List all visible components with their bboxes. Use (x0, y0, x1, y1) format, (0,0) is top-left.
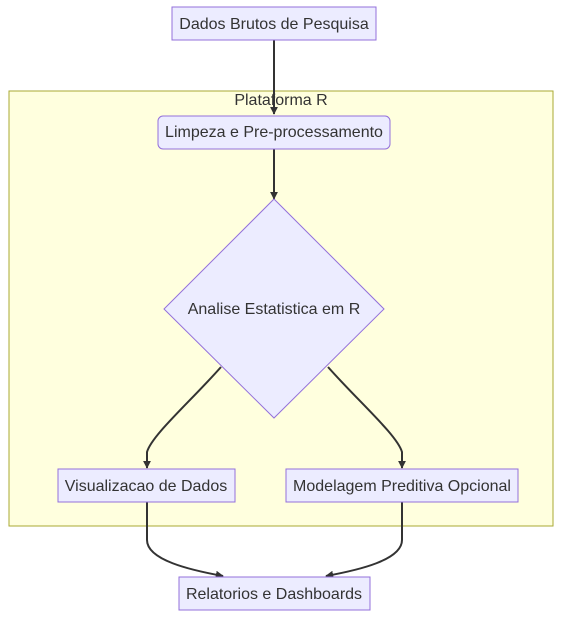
node-cleaning: Limpeza e Pre-processamento (157, 115, 391, 150)
node-reports-label: Relatorios e Dashboards (186, 586, 362, 603)
edge-modeling-to-reports (325, 502, 403, 579)
node-reports: Relatorios e Dashboards (178, 576, 371, 611)
edge-analysis-to-visualization (143, 366, 222, 469)
edge-analysis-to-modeling (327, 366, 406, 469)
node-cleaning-label: Limpeza e Pre-processamento (165, 124, 383, 141)
node-modeling-label: Modelagem Preditiva Opcional (293, 478, 511, 495)
edge-visualization-to-reports (146, 502, 224, 579)
node-analysis-label: Analise Estatistica em R (188, 301, 361, 318)
node-raw-data-label: Dados Brutos de Pesquisa (179, 16, 369, 33)
node-visualization-label: Visualizacao de Dados (65, 478, 227, 495)
node-analysis: Analise Estatistica em R (163, 198, 385, 419)
node-modeling: Modelagem Preditiva Opcional (285, 468, 519, 503)
edges (143, 40, 406, 579)
cluster-label: Plataforma R (234, 92, 327, 109)
node-raw-data: Dados Brutos de Pesquisa (171, 6, 377, 41)
node-visualization: Visualizacao de Dados (57, 468, 236, 503)
